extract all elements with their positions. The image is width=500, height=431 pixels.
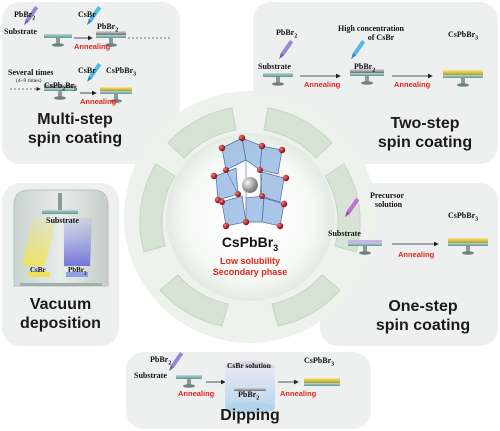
ms-cspbbr3-label: CsPbBr3: [106, 66, 137, 78]
ms-substrate-label: Substrate: [4, 27, 37, 36]
one-step-graphics: [345, 198, 488, 255]
pipette-icon-5: [351, 40, 366, 60]
panel-multi-step: [2, 2, 180, 164]
ms-csbr-label: CsBr: [78, 10, 96, 19]
ms-cspb2br5-label: CsPb2Br5: [44, 81, 78, 93]
ts-pbbr2-layer-label: PbBr2: [354, 62, 376, 74]
ms-several-note: (4~9 times): [16, 78, 42, 84]
pipette-icon-3: [87, 62, 102, 83]
dp-cspbbr3-label: CsPbBr3: [304, 356, 335, 368]
ts-cspbbr3-label: CsPbBr3: [448, 30, 479, 42]
pipette-icon-1: [24, 5, 39, 26]
vd-substrate-label: Substrate: [46, 216, 79, 225]
vacuum-graphics: [13, 189, 109, 287]
center-title: CsPbBr3: [221, 234, 279, 253]
pipette-icon-4: [279, 40, 294, 60]
ms-pbbr2-label: PbBr2: [14, 10, 36, 22]
perovskite-structure-icon: [210, 134, 290, 230]
dp-csbr-solution-label: CsBr solution: [227, 361, 271, 370]
pipette-icon-6: [345, 198, 360, 218]
dp-pbbr2-layer-label: PbBr2: [238, 390, 260, 402]
ts-annealing-1: Annealing: [304, 80, 341, 89]
ts-pbbr2-label: PbBr2: [276, 28, 298, 40]
os-substrate-label: Substrate: [328, 229, 361, 238]
os-annealing: Annealing: [398, 250, 435, 259]
dp-substrate-label: Substrate: [134, 371, 167, 380]
ms-several-times: Several times: [8, 68, 54, 77]
dipping-graphics: [169, 352, 340, 414]
dp-annealing-2: Annealing: [280, 389, 317, 398]
dp-annealing-1: Annealing: [178, 389, 215, 398]
ms-annealing-2: Annealing: [80, 97, 117, 106]
pipette-icon-2: [87, 5, 102, 26]
ms-csbr2-label: CsBr: [78, 66, 96, 75]
os-cspbbr3-label: CsPbBr3: [448, 211, 479, 223]
ms-annealing-1: Annealing: [74, 42, 111, 51]
dp-title: Dipping: [220, 407, 280, 424]
multi-step-graphics: [10, 5, 172, 103]
dp-pbbr2-label: PbBr2: [150, 355, 172, 367]
ts-substrate-label: Substrate: [258, 62, 291, 71]
vd-csbr-label: CsBr: [30, 266, 46, 274]
ms-pbbr2-layer-label: PbBr2: [97, 22, 119, 34]
pipette-icon-7: [169, 352, 184, 372]
ts-annealing-2: Annealing: [394, 80, 431, 89]
two-step-graphics: [263, 40, 483, 87]
vd-pbbr2-label: PbBr2: [68, 266, 87, 277]
